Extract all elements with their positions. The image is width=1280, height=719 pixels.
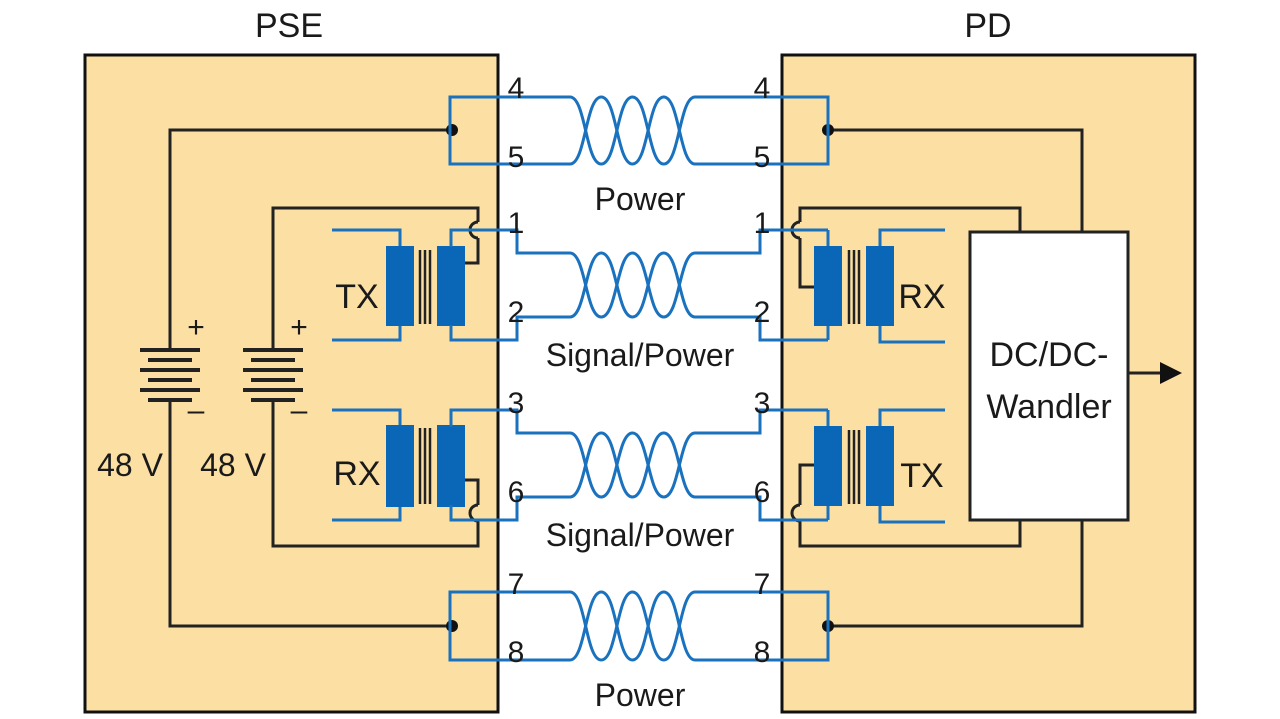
pd-label: PD [964,7,1011,45]
wire [730,495,828,522]
wire [730,408,828,435]
output-arrow-icon [1160,362,1182,384]
tx-label: TX [900,457,943,495]
wire [448,95,545,166]
wire [545,251,730,319]
wire [545,590,730,662]
pin-number: 2 [508,296,525,329]
pin-number: 7 [754,568,771,601]
junction-dot [446,124,458,136]
rx-label: RX [333,455,380,493]
pin-number: 3 [508,387,525,420]
wire [730,228,828,255]
pin-number: 5 [508,141,525,174]
pin-number: 6 [754,476,771,509]
pd-power-wiring [790,124,1084,632]
wire [545,590,730,662]
pin-number: 5 [754,141,771,174]
wire [545,95,730,166]
pse-box [83,53,500,714]
battery-voltage: 48 V [97,447,163,483]
pin-number: 4 [508,72,525,105]
dc-dc-converter: DC/DC- Wandler [968,230,1182,522]
pin-number: 1 [508,207,525,240]
converter-label-line2: Wandler [986,388,1111,426]
pin-number: 3 [754,387,771,420]
pin-number: 8 [508,636,525,669]
pair-caption: Power [595,181,686,217]
wire [545,251,730,319]
junction-dot [446,620,458,632]
pse-transformer-rx: RX [332,408,465,522]
battery-2: + – 48 V [200,311,308,483]
pse-label: PSE [255,7,323,45]
wire [730,315,828,342]
pair-caption: Signal/Power [546,517,735,553]
pin-number: 6 [508,476,525,509]
pair-caption: Power [595,677,686,713]
wire [449,228,545,255]
battery-1: + – 48 V [97,311,205,483]
wire [545,95,730,166]
wire [545,431,730,499]
pair-caption: Signal/Power [546,337,735,373]
wire [449,315,545,342]
pse-transformer-tx: TX [332,228,465,342]
pin-number: 1 [754,207,771,240]
rx-label: RX [898,278,945,316]
pin-number: 4 [754,72,771,105]
battery-minus-sign: – [291,394,308,427]
battery-plus-sign: + [187,311,205,344]
tx-label: TX [335,278,378,316]
battery-voltage: 48 V [200,447,266,483]
battery-plus-sign: + [290,311,308,344]
pin-number: 2 [754,296,771,329]
pd-transformer-tx: TX [814,408,945,524]
wire [730,95,830,166]
wire [449,495,545,522]
wire [449,408,545,435]
wire [545,431,730,499]
pd-transformer-rx: RX [814,228,946,344]
converter-label-line1: DC/DC- [990,336,1109,374]
pin-number: 7 [508,568,525,601]
wire [730,590,830,662]
battery-minus-sign: – [188,394,205,427]
wire [448,590,545,662]
pin-number: 8 [754,636,771,669]
